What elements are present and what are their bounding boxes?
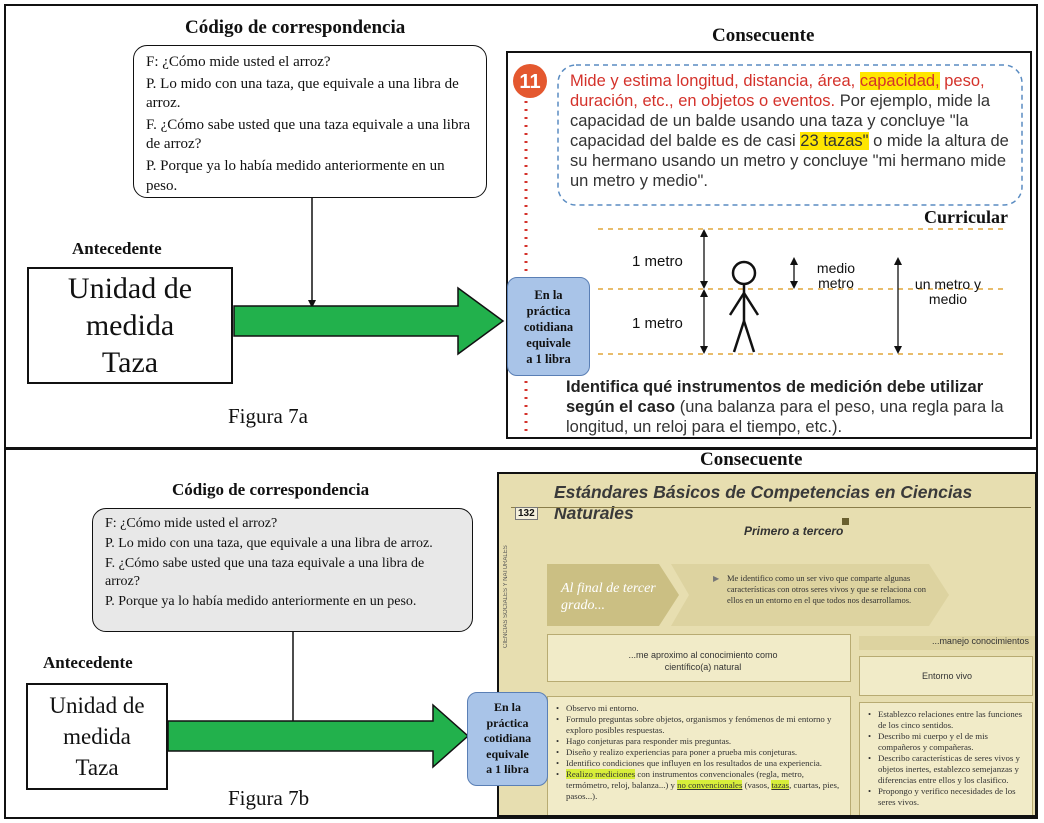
code-title-top: Código de correspondencia xyxy=(185,17,406,38)
col1-header: ...me aproximo al conocimiento como cien… xyxy=(628,650,778,672)
item-text-rest: Por ejemplo, mide la capacidad de un bal… xyxy=(570,92,991,150)
unit-line: medida xyxy=(63,724,131,749)
item-dashed-box xyxy=(557,64,1023,206)
banner-arrow-icon: ▶ xyxy=(713,574,720,583)
badge-line: equivale xyxy=(486,746,529,761)
banner-left-text: Al final de tercer grado... xyxy=(561,581,656,613)
figure-label-top: Figura 7a xyxy=(228,404,308,428)
dialog-line: P. Porque ya lo había medido anteriormen… xyxy=(105,594,417,609)
col1-header-cell: ...me aproximo al conocimiento como cien… xyxy=(547,634,851,682)
badge-line: cotidiana xyxy=(523,319,574,334)
badge-line: a 1 libra xyxy=(486,762,529,777)
antecedent-label-bottom: Antecedente xyxy=(43,653,133,672)
grades-label: Primero a tercero xyxy=(744,524,844,538)
one-meter-label-a: 1 metro xyxy=(632,253,683,270)
dialog-line: F. ¿Cómo sabe usted que una taza equival… xyxy=(105,556,425,589)
standards-banner xyxy=(547,564,949,626)
item-text-highlight2: 23 tazas" xyxy=(800,132,869,150)
badge-line: cotidiana xyxy=(483,731,532,746)
figure-frame xyxy=(4,4,1038,819)
badge-line: En la xyxy=(493,700,521,715)
unit-box-bottom: Unidad de medida Taza xyxy=(26,683,168,790)
unit-line: Unidad de xyxy=(67,272,193,305)
badge-line: a 1 libra xyxy=(526,351,571,366)
dialog-line: F: ¿Cómo mide usted el arroz? xyxy=(146,54,331,70)
banner-right-shape xyxy=(671,564,949,626)
banner-right-text: Me identifico como un ser vivo que compa… xyxy=(727,573,926,605)
list-item: •Describo mi cuerpo y el de mis compañer… xyxy=(868,731,988,752)
figure-label-bottom: Figura 7b xyxy=(228,786,310,810)
unit-box-top: Unidad de medida Taza xyxy=(27,267,233,384)
standards-title: Estándares Básicos de Competencias en Ci… xyxy=(554,482,973,523)
instruments-text: Identifica qué instrumentos de medición … xyxy=(566,377,1026,437)
badge-line: práctica xyxy=(486,715,529,730)
dialog-box-top: F: ¿Cómo mide usted el arroz? P. Lo mido… xyxy=(133,45,487,198)
unit-line: Unidad de xyxy=(49,693,145,718)
badge-line: equivale xyxy=(526,335,571,350)
half-meter-label: medio metro xyxy=(816,260,856,291)
col2-list: •Establezco relaciones entre las funcion… xyxy=(859,702,1033,815)
dialog-line: F: ¿Cómo mide usted el arroz? xyxy=(105,516,278,531)
unit-line: Taza xyxy=(75,755,119,780)
col2-header: Entorno vivo xyxy=(921,671,973,681)
item-text: Mide y estima longitud, distancia, área,… xyxy=(570,71,1020,191)
dialog-box-bottom: F: ¿Cómo mide usted el arroz? P. Lo mido… xyxy=(92,508,473,632)
list-item: •Identifico condiciones que influyen en … xyxy=(556,758,822,768)
curriculum-panel: 11 Mide y estima longitud, distancia, ár… xyxy=(506,51,1032,439)
list-item-highlighted: •Realizo mediciones con instrumentos con… xyxy=(556,769,840,801)
col2-tag: ...manejo conocimientos xyxy=(859,636,1035,650)
dialog-line: P. Lo mido con una taza, que equivale a … xyxy=(105,536,433,551)
unit-line: medida xyxy=(85,309,175,342)
list-item: •Hago conjeturas para responder mis preg… xyxy=(556,736,732,746)
item-text-rest2: o mide la altura de su hermano usando un… xyxy=(570,132,1009,190)
grades-marker xyxy=(842,518,849,525)
item-number: 11 xyxy=(519,71,540,93)
item-number-circle xyxy=(513,64,547,98)
standards-panel: Estándares Básicos de Competencias en Ci… xyxy=(497,472,1037,817)
dialog-line: F. ¿Cómo sabe usted que una taza equival… xyxy=(146,116,471,153)
practice-badge-bottom: En la práctica cotidiana equivale a 1 li… xyxy=(467,692,548,786)
list-item: •Diseño y realizo experiencias para pone… xyxy=(556,747,798,757)
list-item: •Establezco relaciones entre las funcion… xyxy=(868,709,1023,730)
green-arrow-bottom xyxy=(167,703,470,769)
one-meter-label-b: 1 metro xyxy=(632,315,683,332)
meter-and-half-label: un metro y medio xyxy=(914,276,982,307)
connector-top xyxy=(233,198,505,356)
connector-arrowhead xyxy=(308,300,316,308)
list-item: •Formulo preguntas sobre objetos, organi… xyxy=(556,714,832,735)
col1-list: •Observo mi entorno. •Formulo preguntas … xyxy=(547,696,851,815)
curriculum-graphics: 11 xyxy=(513,64,1023,437)
antecedent-label-top: Antecedente xyxy=(72,239,162,258)
list-item: •Observo mi entorno. xyxy=(556,703,639,713)
unit-line: Taza xyxy=(101,346,159,379)
instruments-rest: (una balanza para el peso, una regla par… xyxy=(566,398,1004,436)
banner-left-shape xyxy=(547,564,679,626)
dialog-line: P. Porque ya lo había medido anteriormen… xyxy=(146,157,445,194)
curricular-label: Curricular xyxy=(924,207,1008,227)
practice-badge-top: En la práctica cotidiana equivale a 1 li… xyxy=(507,277,590,376)
item-text-red: Mide y estima longitud, distancia, área, xyxy=(570,72,856,90)
consequent-label-bottom: Consecuente xyxy=(700,449,803,470)
stick-figure-icon xyxy=(728,260,760,353)
badge-line: En la xyxy=(534,287,563,302)
list-item: •Describo características de seres vivos… xyxy=(868,753,1020,785)
title-rule xyxy=(511,507,1031,508)
connector-bottom xyxy=(167,632,470,769)
section-divider xyxy=(4,447,1038,450)
green-arrow-top xyxy=(233,286,505,356)
list-item: •Propongo y verifico necesidades de los … xyxy=(868,786,1016,807)
item-text-red2: peso, duración, etc., en objetos o event… xyxy=(570,72,985,110)
col2-header-cell: Entorno vivo xyxy=(859,656,1033,696)
instruments-bold: Identifica qué instrumentos de medición … xyxy=(566,378,984,416)
page-number: 132 xyxy=(515,507,538,520)
consequent-label-top: Consecuente xyxy=(712,25,815,46)
item-text-highlight: capacidad, xyxy=(859,72,940,90)
code-title-bottom: Código de correspondencia xyxy=(172,480,370,499)
badge-line: práctica xyxy=(526,303,571,318)
dialog-line: P. Lo mido con una taza, que equivale a … xyxy=(146,75,459,112)
